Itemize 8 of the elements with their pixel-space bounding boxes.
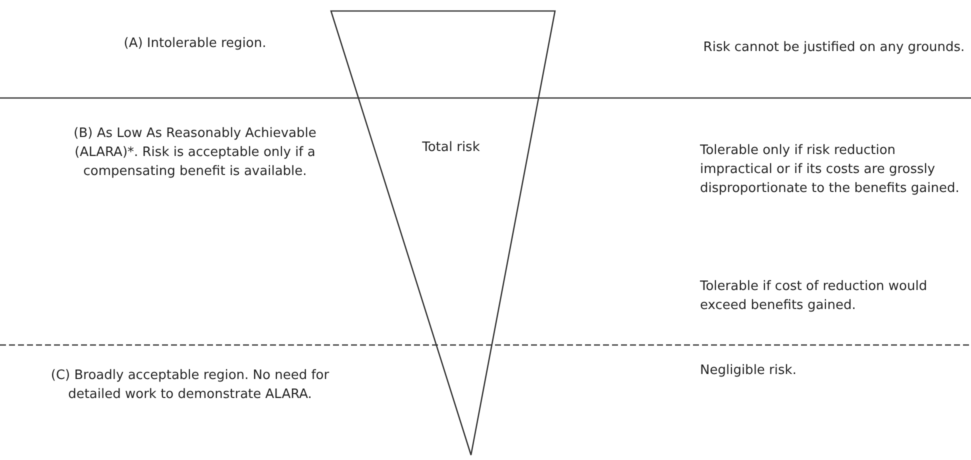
description-text: Tolerable only if risk reduction impractical or if its costs are grossly disproportionate to the benefits gained. (700, 142, 960, 198)
description-text: Negligible risk. (700, 362, 798, 380)
triangle-label: Total risk (421, 139, 481, 157)
region-label: (C) Broadly acceptable region. No need for detailed work to demonstrate ALARA. (50, 367, 330, 404)
region-label: (B) As Low As Reasonably Achievable (ALARA)*. Risk is acceptable only if a compensating benefit is available. (72, 125, 318, 181)
description-text: Tolerable if cost of reduction would exceed benefits gained. (700, 278, 928, 315)
region-label: (A) Intolerable region. (122, 35, 268, 53)
description-text: Risk cannot be justified on any grounds. (702, 39, 966, 57)
